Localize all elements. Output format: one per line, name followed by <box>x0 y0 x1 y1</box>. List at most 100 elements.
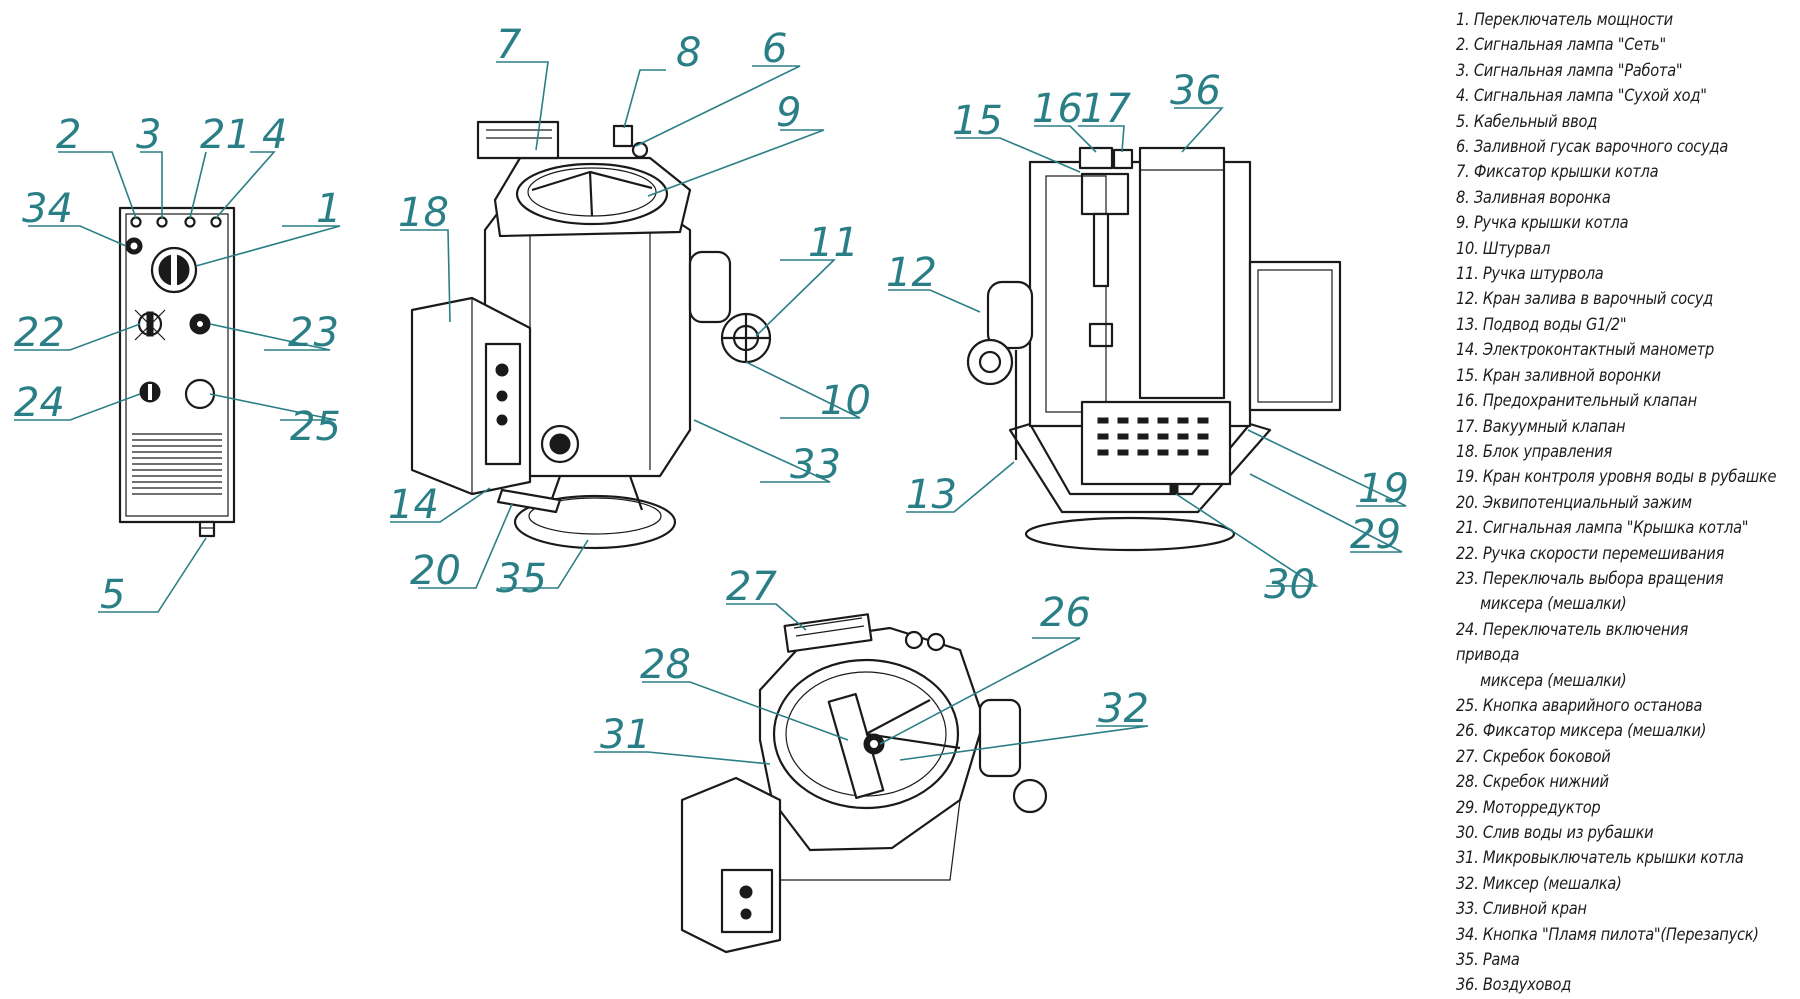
legend-item: 16. Предохранительный клапан <box>1456 389 1752 414</box>
legend-item-text: 23. Переключаль выбора вращения <box>1456 568 1724 589</box>
callout-32: 32 <box>1098 686 1149 732</box>
callout-10: 10 <box>820 378 871 424</box>
callout-8: 8 <box>676 30 701 76</box>
legend-item-text: 6. Заливной гусак варочного сосуда <box>1456 137 1729 158</box>
legend-item-text: 32. Миксер (мешалка) <box>1456 873 1622 894</box>
legend-item: 2. Сигнальная лампа "Сеть" <box>1456 33 1752 58</box>
legend-item-continuation: миксера (мешалки) <box>1480 670 1627 691</box>
callout-25: 25 <box>290 404 341 450</box>
legend-item-text: 15. Кран заливной воронки <box>1456 365 1661 386</box>
legend-item-text: 21. Сигнальная лампа "Крышка котла" <box>1456 518 1749 539</box>
legend-item: 28. Скребок нижний <box>1456 770 1752 795</box>
legend-item-text: 30. Слив воды из рубашки <box>1456 823 1654 843</box>
legend-item-continuation: миксера (мешалки) <box>1480 594 1627 615</box>
legend-item-text: 12. Кран залива в варочный сосуд <box>1456 289 1714 310</box>
callout-35: 35 <box>496 556 547 602</box>
diagram-stage: 2 3 21 4 34 1 22 23 24 25 5 7 8 6 9 18 1… <box>14 22 1409 954</box>
legend-item: 1. Переключатель мощности <box>1456 8 1752 33</box>
legend-item: 9. Ручка крышки котла <box>1456 211 1752 236</box>
callout-6: 6 <box>762 26 787 72</box>
legend-item: 17. Вакуумный клапан <box>1456 415 1752 440</box>
legend-item-text: 17. Вакуумный клапан <box>1456 416 1626 437</box>
legend-item: 30. Слив воды из рубашки <box>1456 821 1752 846</box>
callout-33: 33 <box>790 442 841 488</box>
legend-item: 11. Ручка штурвола <box>1456 262 1752 287</box>
legend-item-text: 24. Переключатель включения привода <box>1456 619 1688 666</box>
legend-item-text: 11. Ручка штурвола <box>1456 264 1604 285</box>
callout-17: 17 <box>1080 86 1131 132</box>
legend-item: 7. Фиксатор крышки котла <box>1456 160 1752 185</box>
legend-item: 18. Блок управления <box>1456 440 1752 465</box>
callout-26: 26 <box>1040 590 1091 636</box>
callout-12: 12 <box>886 250 937 296</box>
legend-item: 35. Рама <box>1456 948 1752 973</box>
legend-item-text: 8. Заливная воронка <box>1456 187 1611 208</box>
legend-item: 25. Кнопка аварийного останова <box>1456 694 1752 719</box>
kettle-top-drawing <box>680 613 1048 954</box>
callout-9: 9 <box>776 90 801 136</box>
legend-item-text: 4. Сигнальная лампа "Сухой ход" <box>1456 86 1707 107</box>
legend-item-text: 18. Блок управления <box>1456 441 1613 462</box>
legend-item: 6. Заливной гусак варочного сосуда <box>1456 135 1752 160</box>
callout-5: 5 <box>100 572 125 618</box>
callout-7: 7 <box>496 22 522 68</box>
legend-item: 10. Штурвал <box>1456 237 1752 262</box>
callout-15: 15 <box>952 98 1003 144</box>
callout-11: 11 <box>808 220 859 266</box>
legend-item: 21. Сигнальная лампа "Крышка котла" <box>1456 516 1752 541</box>
kettle-front-drawing <box>410 120 772 550</box>
legend-item-text: 14. Электроконтактный манометр <box>1456 340 1714 361</box>
legend-item-text: 19. Кран контроля уровня воды в рубашке <box>1456 467 1777 488</box>
legend-item: 27. Скребок боковой <box>1456 745 1752 770</box>
callout-22: 22 <box>14 310 65 356</box>
callout-16: 16 <box>1032 86 1083 132</box>
legend-item-text: 27. Скребок боковой <box>1456 746 1611 767</box>
callout-1: 1 <box>316 186 341 232</box>
legend-item-text: 13. Подвод воды G1/2" <box>1456 314 1627 335</box>
callout-36: 36 <box>1170 68 1221 114</box>
legend-item: 13. Подвод воды G1/2" <box>1456 313 1752 338</box>
callout-numbers: 2 3 21 4 34 1 22 23 24 25 5 7 8 6 9 18 1… <box>14 22 1409 758</box>
legend-item: 12. Кран залива в варочный сосуд <box>1456 287 1752 312</box>
diagram-svg: 2 3 21 4 34 1 22 23 24 25 5 7 8 6 9 18 1… <box>14 22 1409 954</box>
legend-item-text: 36. Воздуховод <box>1456 975 1572 996</box>
legend-item-text: 35. Рама <box>1456 950 1520 971</box>
callout-4: 4 <box>262 112 287 158</box>
callout-28: 28 <box>640 642 691 688</box>
callout-29: 29 <box>1350 512 1401 558</box>
legend-item: 5. Кабельный ввод <box>1456 110 1752 135</box>
legend-item: 26. Фиксатор миксера (мешалки) <box>1456 719 1752 744</box>
legend-item-text: 2. Сигнальная лампа "Сеть" <box>1456 35 1667 56</box>
callout-34: 34 <box>22 186 73 232</box>
legend-item-text: 22. Ручка скорости перемешивания <box>1456 543 1725 564</box>
legend-item-text: 5. Кабельный ввод <box>1456 111 1598 132</box>
callout-31: 31 <box>600 712 651 758</box>
callout-19: 19 <box>1358 466 1409 512</box>
legend-item-text: 26. Фиксатор миксера (мешалки) <box>1456 721 1707 742</box>
control-panel-drawing <box>118 206 236 538</box>
legend-item: 8. Заливная воронка <box>1456 186 1752 211</box>
callout-23: 23 <box>288 310 339 356</box>
legend-item: 19. Кран контроля уровня воды в рубашке <box>1456 465 1777 490</box>
callout-3: 3 <box>136 112 161 158</box>
legend-item: 33. Сливной кран <box>1456 897 1752 922</box>
callout-30: 30 <box>1264 562 1315 608</box>
legend-item: 32. Миксер (мешалка) <box>1456 872 1752 897</box>
callout-27: 27 <box>726 564 777 610</box>
legend-item-text: 16. Предохранительный клапан <box>1456 391 1697 412</box>
callout-13: 13 <box>906 472 957 518</box>
legend-item: 15. Кран заливной воронки <box>1456 364 1752 389</box>
legend-item: 22. Ручка скорости перемешивания <box>1456 542 1752 567</box>
legend-item-text: 33. Сливной кран <box>1456 899 1587 920</box>
callout-20: 20 <box>410 548 461 594</box>
callout-14: 14 <box>388 482 439 528</box>
leader-lines <box>14 61 1407 765</box>
legend-item-text: 28. Скребок нижний <box>1456 772 1609 793</box>
legend-item: 3. Сигнальная лампа "Работа" <box>1456 59 1752 84</box>
legend-item: 36. Воздуховод <box>1456 973 1752 998</box>
callout-18: 18 <box>398 190 449 236</box>
legend-item-text: 29. Моторредуктор <box>1456 797 1601 818</box>
legend-item: 23. Переключаль выбора вращения миксера (… <box>1456 567 1752 618</box>
legend-item: 29. Моторредуктор <box>1456 796 1752 821</box>
